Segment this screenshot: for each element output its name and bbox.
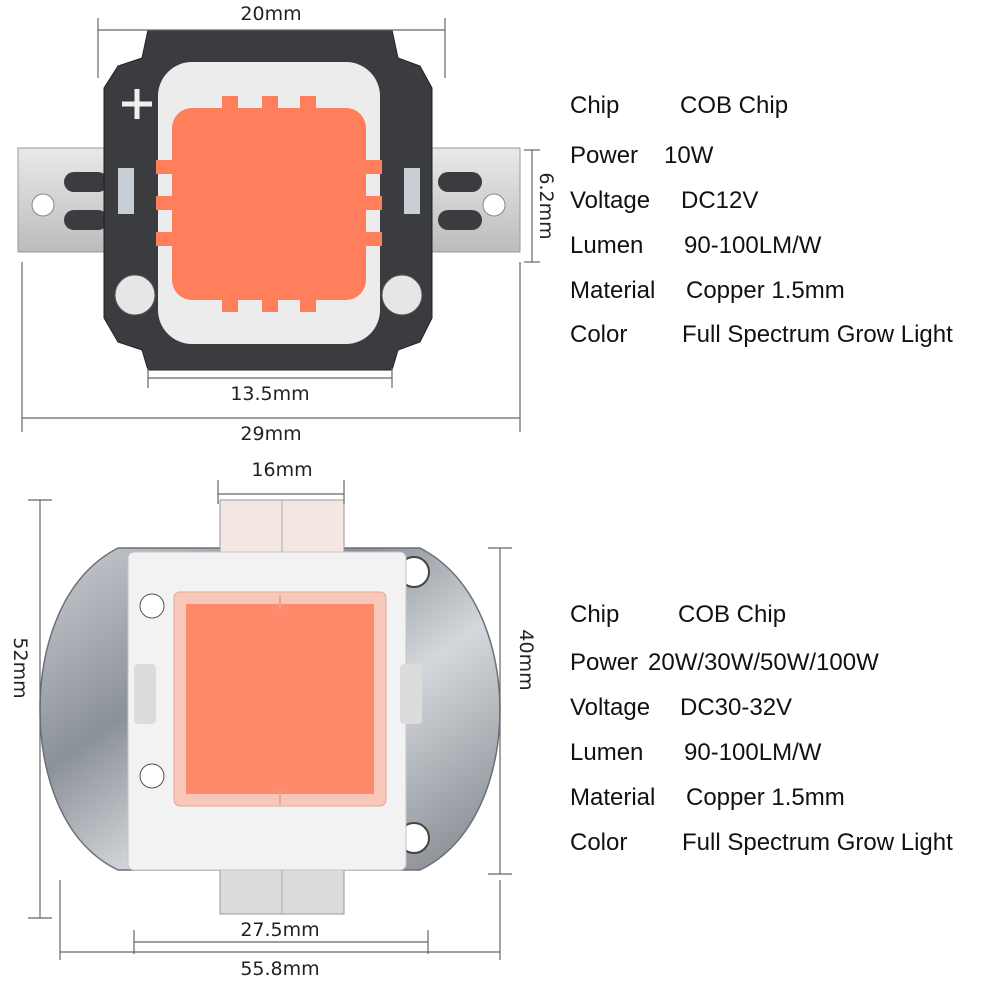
spec-label: Power	[570, 142, 639, 169]
spec-value: DC12V	[681, 187, 759, 214]
large-emitter	[186, 604, 374, 794]
spec-value: Copper 1.5mm	[686, 277, 845, 304]
small-mount-hole	[114, 274, 156, 316]
spec-value: 90-100LM/W	[684, 232, 822, 259]
small-mount-hole	[381, 274, 423, 316]
spec-label: Color	[570, 829, 628, 856]
small-left-tab-slot	[64, 210, 108, 230]
large-substrate-hole	[139, 763, 165, 789]
spec-label: Color	[570, 321, 628, 348]
spec-label: Chip	[570, 92, 620, 119]
large-dim-body-height: 40mm	[515, 629, 537, 690]
small-right-tab-slot	[438, 172, 482, 192]
spec-value: 20W/30W/50W/100W	[648, 649, 879, 676]
large-substrate-hole	[139, 593, 165, 619]
large-side-label	[400, 664, 422, 724]
spec-label: Voltage	[570, 694, 651, 721]
small-right-tab	[427, 147, 521, 253]
small-chip: 20mm 6.2mm 13.5mm 29mm	[17, 3, 557, 445]
spec-value: 10W	[664, 142, 714, 169]
spec-value: COB Chip	[680, 92, 789, 119]
spec-value: Full Spectrum Grow Light	[682, 829, 953, 856]
spec-value: Full Spectrum Grow Light	[682, 321, 953, 348]
spec-value: COB Chip	[678, 601, 787, 628]
plus-icon	[122, 89, 152, 119]
small-right-tab-hole	[482, 193, 506, 217]
spec-label: Lumen	[570, 232, 644, 259]
small-left-tab-hole	[31, 193, 55, 217]
small-dim-tab-height: 6.2mm	[535, 172, 557, 239]
small-emitter	[172, 108, 366, 300]
small-dim-total-width: 29mm	[240, 423, 301, 445]
small-electrode	[118, 168, 134, 214]
small-dim-inner-width: 13.5mm	[230, 383, 309, 405]
large-dim-inner-width: 27.5mm	[240, 919, 319, 941]
large-dim-tab-width: 16mm	[251, 459, 312, 481]
small-dim-width-top: 20mm	[240, 3, 301, 25]
small-electrode	[404, 168, 420, 214]
spec-label: Chip	[570, 601, 620, 628]
spec-label: Material	[570, 784, 656, 811]
spec-value: DC30-32V	[680, 694, 793, 721]
spec-value: Copper 1.5mm	[686, 784, 845, 811]
spec-label: Power	[570, 649, 639, 676]
large-chip: 16mm 52mm 40mm 27.5mm 55.8mm	[9, 459, 537, 980]
large-dim-total-height: 52mm	[9, 637, 31, 698]
spec-value: 90-100LM/W	[684, 739, 822, 766]
small-right-tab-slot	[438, 210, 482, 230]
spec-label: Lumen	[570, 739, 644, 766]
large-dim-total-width: 55.8mm	[240, 958, 319, 980]
small-dimension-lines	[21, 18, 540, 432]
small-left-tab-slot	[64, 172, 108, 192]
spec-label: Voltage	[570, 187, 651, 214]
large-dimension-lines	[28, 480, 512, 960]
spec-label: Material	[570, 277, 656, 304]
large-side-label	[134, 664, 156, 724]
